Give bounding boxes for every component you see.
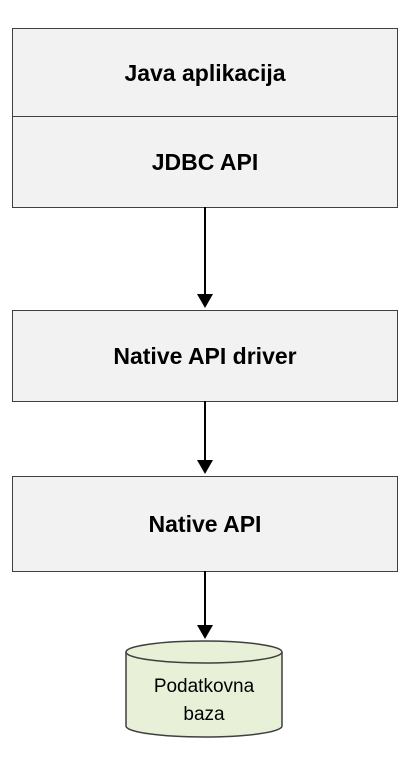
connector-driver-to-native-api [204,401,206,462]
native-api-label: Native API [148,510,262,537]
connector-jdbc-to-driver [204,207,206,296]
arrowhead-native-api-to-database [197,625,213,639]
native-api-driver-label: Native API driver [113,342,297,369]
database-label-line1: Podatkovna [153,676,255,697]
native-api-box: Native API [12,476,398,572]
database-label-line2: baza [183,704,225,725]
arrowhead-jdbc-to-driver [197,294,213,308]
connector-native-api-to-database [204,571,206,627]
arrowhead-driver-to-native-api [197,460,213,474]
jdbc-api-label: JDBC API [151,148,259,175]
java-application-box: Java aplikacija [12,28,398,118]
database-cylinder-icon [125,640,283,738]
jdbc-api-box: JDBC API [12,116,398,208]
native-api-driver-box: Native API driver [12,310,398,402]
java-application-label: Java aplikacija [124,59,286,86]
database-label: Podatkovna baza [124,673,284,729]
